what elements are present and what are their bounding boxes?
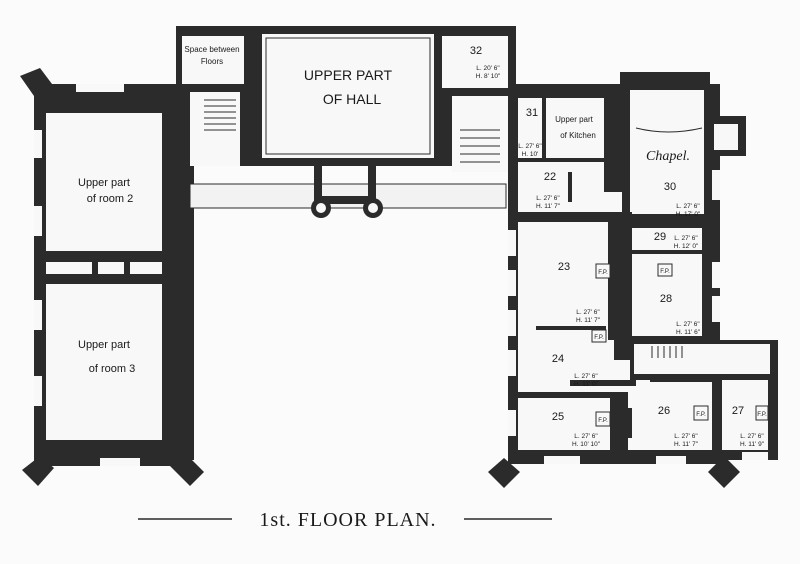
stairs (204, 99, 683, 358)
room-23-length: L. 27' 6" (576, 309, 600, 316)
room-24-length: L. 27' 6" (574, 373, 598, 380)
room-number-24: 24 (552, 353, 564, 365)
room-number-29: 29 (654, 231, 666, 243)
room-27-height: H. 11' 9" (740, 441, 765, 448)
room-24-height: H. 11' 0" (574, 381, 599, 388)
room-27-length: L. 27' 6" (740, 433, 764, 440)
fireplaces: F.P. F.P. F.P. F.P. F.P. F.P. (591, 263, 769, 427)
chapel-label: Chapel. (646, 149, 690, 164)
kitchen-label-line1: Upper part (555, 115, 594, 124)
hall-label-line2: OF HALL (323, 91, 382, 107)
chapel-arc (635, 127, 703, 133)
room-25-height: H. 10' 10" (572, 441, 601, 448)
room-30-length: L. 27' 6" (676, 203, 700, 210)
room-32-length: L. 20' 6" (476, 65, 500, 72)
room2-label-line2: of room 2 (87, 193, 133, 205)
room-28-length: L. 27' 6" (676, 321, 700, 328)
space-between-floors-line2: Floors (201, 57, 223, 66)
room-30-height: H. 17' 0" (676, 211, 701, 218)
room-32-height: H. 8' 10" (476, 73, 501, 80)
svg-text:F.P.: F.P. (598, 270, 608, 276)
plan-title: 1st. FLOOR PLAN. (259, 509, 436, 531)
room-number-30: 30 (664, 181, 676, 193)
room-31-length: L. 27' 6" (518, 143, 542, 150)
room-number-27: 27 (732, 405, 744, 417)
room-number-28: 28 (660, 293, 672, 305)
north-range (176, 26, 516, 218)
room-26-length: L. 27' 6" (674, 433, 698, 440)
room-29-length: L. 27' 6" (674, 235, 698, 242)
room3-label-line1: Upper part (78, 339, 130, 351)
room3-label-line2: of room 3 (89, 363, 135, 375)
room-number-23: 23 (558, 261, 570, 273)
room-number-31: 31 (526, 107, 538, 119)
room-22-height: H. 11' 7" (536, 203, 561, 210)
kitchen-label-line2: of Kitchen (560, 131, 596, 140)
room2-label-line1: Upper part (78, 177, 130, 189)
east-wing (488, 72, 778, 488)
room-23-height: H. 11' 7" (576, 317, 601, 324)
room-number-22: 22 (544, 171, 556, 183)
room-number-32: 32 (470, 45, 482, 57)
room-number-26: 26 (658, 405, 670, 417)
svg-text:F.P.: F.P. (696, 412, 706, 418)
room-31-height: H. 10' (522, 151, 539, 158)
room-25-length: L. 27' 6" (574, 433, 598, 440)
room-number-25: 25 (552, 411, 564, 423)
room-29-height: H. 12' 0" (674, 243, 699, 250)
room-22-length: L. 27' 6" (536, 195, 560, 202)
hall-label-line1: UPPER PART (304, 67, 393, 83)
west-wing (20, 68, 204, 486)
room-28-height: H. 11' 6" (676, 329, 701, 336)
space-between-floors-line1: Space between (184, 45, 239, 54)
svg-text:F.P.: F.P. (757, 412, 767, 418)
svg-text:F.P.: F.P. (598, 418, 608, 424)
svg-text:F.P.: F.P. (594, 335, 604, 341)
room-26-height: H. 11' 7" (674, 441, 699, 448)
svg-text:F.P.: F.P. (660, 269, 670, 275)
